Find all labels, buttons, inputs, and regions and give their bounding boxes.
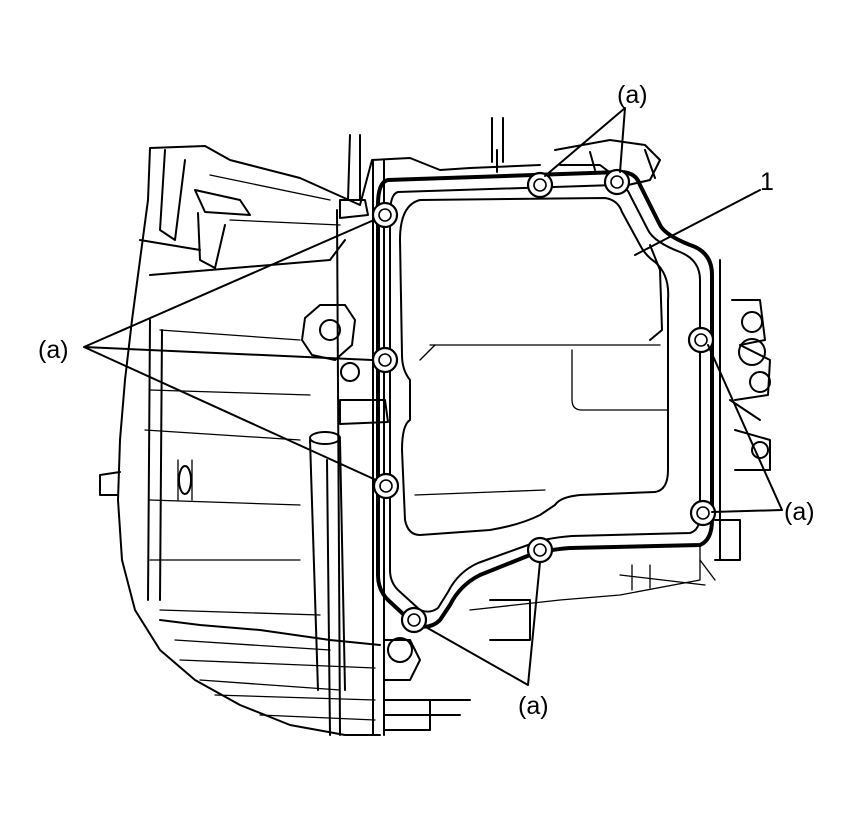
label-bolt-left: (a) [38,336,69,364]
callout-labels: (a) (a) (a) (a) 1 [38,81,815,720]
label-bolt-top: (a) [617,81,648,109]
label-part-number: 1 [760,168,774,196]
bolt-icon [372,472,400,500]
label-bolt-right: (a) [784,498,815,526]
leader-lines [83,107,783,686]
bolt-icon-group [371,168,717,634]
label-bolt-bottom: (a) [518,692,549,720]
transmission-housing-icon [99,117,541,736]
right-fittings-icon [554,139,771,586]
bolt-icon [371,346,399,374]
bolt-icon [526,536,554,564]
bolt-icon [689,499,717,527]
bolt-icon [371,201,399,229]
bolt-icon [400,606,428,634]
bolt-icon [526,171,554,199]
bolt-icon [603,168,631,196]
bolt-icon [687,326,715,354]
